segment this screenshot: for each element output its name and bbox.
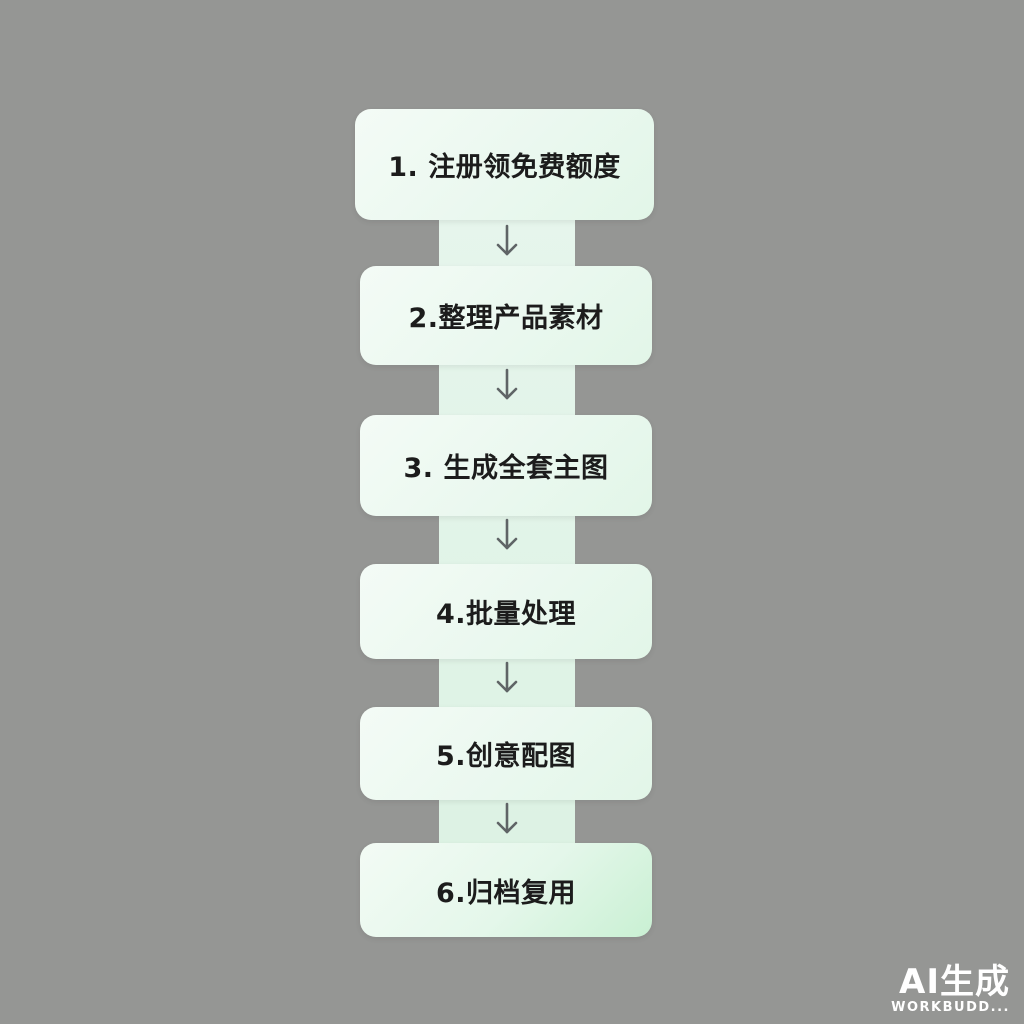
watermark: AI生成 WORKBUDD... [891, 964, 1010, 1016]
arrow-down-icon [496, 802, 518, 834]
step-label: 3. 生成全套主图 [403, 453, 609, 484]
step-6-archive-reuse: 6.归档复用 [360, 843, 652, 937]
arrow-down-icon [496, 224, 518, 256]
step-5-creative-images: 5.创意配图 [360, 707, 652, 800]
watermark-sub: WORKBUDD... [891, 1000, 1010, 1015]
watermark-main: AI生成 [899, 962, 1010, 1002]
arrow-down-icon [496, 368, 518, 400]
arrow-down-icon [496, 661, 518, 693]
step-2-organize-materials: 2.整理产品素材 [360, 266, 652, 365]
step-label: 6.归档复用 [435, 877, 577, 909]
step-label: 2.整理产品素材 [408, 303, 604, 334]
step-4-batch-processing: 4.批量处理 [360, 564, 652, 659]
arrow-down-icon [496, 518, 518, 550]
step-3-generate-main-images: 3. 生成全套主图 [360, 415, 652, 516]
step-label: 1. 注册领免费额度 [388, 152, 621, 183]
step-label: 5.创意配图 [435, 741, 577, 772]
step-label: 4.批量处理 [435, 599, 577, 630]
step-1-register: 1. 注册领免费额度 [355, 109, 654, 220]
